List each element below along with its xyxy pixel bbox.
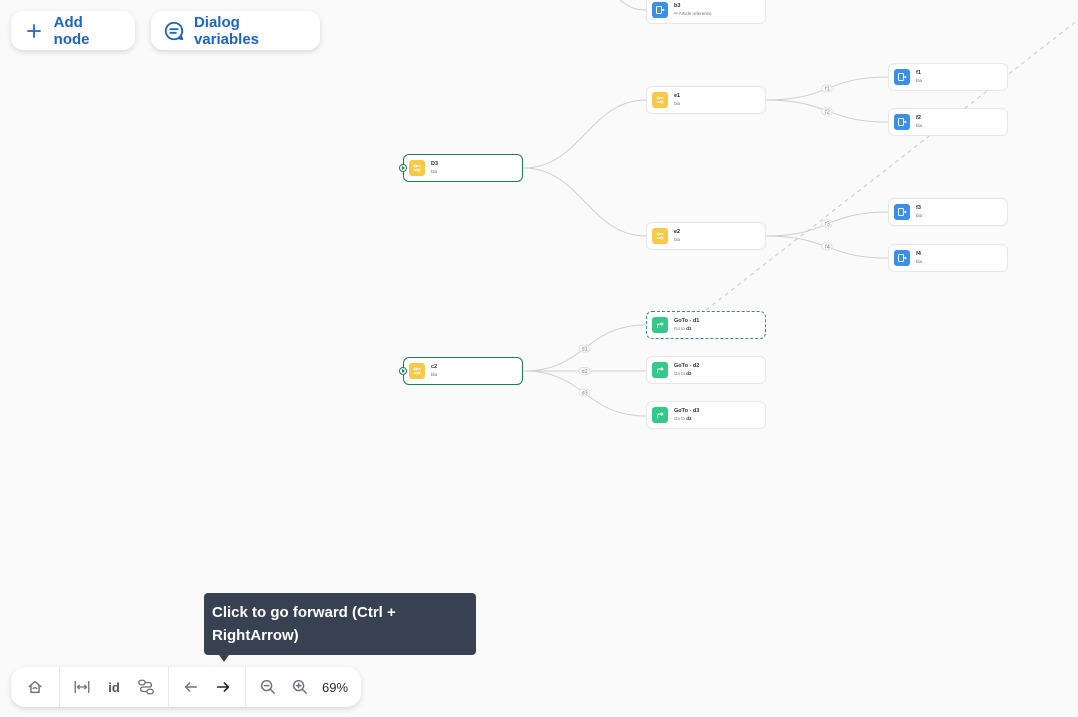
action-icon (652, 2, 668, 18)
svg-text:f2: f2 (825, 110, 830, 116)
node-title: c2 (431, 364, 438, 370)
node-subtitle: bla (674, 100, 681, 106)
node-f2[interactable]: f2 bla (888, 108, 1008, 136)
edge-d3-e1 (523, 99, 647, 169)
node-title: f1 (916, 70, 921, 76)
node-b3[interactable]: b3 ⚯ Article reference (646, 0, 766, 24)
action-icon (894, 114, 910, 130)
node-title: e1 (674, 93, 681, 99)
node-subtitle: bla (916, 258, 923, 264)
canvas-toolbar: id 69% (11, 667, 361, 707)
svg-text:f1: f1 (825, 87, 830, 93)
route-icon (137, 678, 155, 696)
condition-icon (409, 160, 425, 176)
node-subtitle: bla (916, 212, 923, 218)
start-marker-icon (399, 367, 407, 375)
svg-text:d2: d2 (582, 369, 588, 375)
zoom-out-icon (259, 678, 277, 696)
node-title: b3 (674, 3, 681, 9)
dialog-variables-label: Dialog variables (193, 13, 259, 48)
node-d3[interactable]: D3 bla (399, 154, 523, 182)
goto-icon (652, 362, 668, 378)
node-e1[interactable]: e1 bla (646, 86, 766, 114)
node-goto-d1[interactable]: GoTo - d1 Go to d1 (646, 311, 766, 339)
node-subtitle: bla (674, 236, 681, 242)
action-icon (894, 204, 910, 220)
node-title: f3 (916, 205, 921, 211)
condition-icon (652, 228, 668, 244)
condition-icon (652, 92, 668, 108)
start-marker-icon (399, 164, 407, 172)
edge-label-d2: d2 (578, 367, 591, 375)
add-node-button[interactable]: Add node (11, 11, 135, 50)
svg-text:f3: f3 (825, 222, 830, 228)
fit-width-button[interactable] (66, 671, 98, 703)
svg-text:d3: d3 (582, 391, 588, 397)
edge-label-f3: f3 (821, 219, 833, 228)
goto-icon (652, 407, 668, 423)
plus-icon (23, 19, 46, 43)
node-subtitle: bla (916, 122, 923, 128)
node-subtitle: bla (431, 371, 438, 377)
node-goto-d3[interactable]: GoTo - d3 Go to d3 (646, 401, 766, 429)
home-icon (26, 678, 44, 696)
node-title: GoTo - d2 (674, 363, 700, 369)
action-icon (894, 69, 910, 85)
node-f4[interactable]: f4 bla (888, 244, 1008, 272)
edge-label-d1: d1 (578, 344, 591, 353)
add-node-label: Add node (53, 13, 90, 48)
back-button[interactable] (175, 671, 207, 703)
node-title: f4 (916, 251, 921, 257)
link-icon: ⚯ (674, 10, 679, 16)
node-title: GoTo - d3 (674, 408, 700, 414)
edge-goto-link (705, 19, 1078, 311)
node-subtitle: Go to d2 (674, 370, 692, 376)
node-title: f2 (916, 115, 921, 121)
node-f3[interactable]: f3 bla (888, 198, 1008, 226)
node-title: e2 (674, 229, 681, 235)
zoom-level: 69% (322, 679, 349, 695)
arrow-right-icon (214, 678, 232, 696)
node-subtitle: bla (431, 168, 438, 174)
dialog-variables-button[interactable]: Dialog variables (151, 11, 320, 50)
goto-icon (652, 317, 668, 333)
edge-label-f1: f1 (821, 84, 833, 93)
route-button[interactable] (130, 671, 162, 703)
chat-variables-icon (163, 19, 186, 43)
node-goto-d2[interactable]: GoTo - d2 Go to d2 (646, 356, 766, 384)
forward-button[interactable] (207, 671, 239, 703)
zoom-out-button[interactable] (252, 671, 284, 703)
svg-text:f4: f4 (825, 245, 830, 251)
node-title: D3 (431, 161, 439, 167)
fit-width-icon (73, 678, 91, 696)
condition-icon (409, 363, 425, 379)
node-title: GoTo - d1 (674, 318, 700, 324)
toggle-ids-button[interactable]: id (108, 679, 120, 695)
svg-text:d1: d1 (582, 347, 588, 353)
node-e2[interactable]: e2 bla (646, 222, 766, 250)
edge-label-f4: f4 (821, 242, 833, 251)
forward-tooltip: Click to go forward (Ctrl + RightArrow) (204, 593, 476, 662)
edge-label-f2: f2 (821, 107, 833, 116)
node-subtitle: Go to d3 (674, 415, 692, 421)
arrow-left-icon (182, 678, 200, 696)
home-button[interactable] (19, 671, 51, 703)
zoom-in-button[interactable] (284, 671, 316, 703)
node-subtitle: bla (916, 77, 923, 83)
edge-label-d3: d3 (578, 388, 591, 397)
node-f1[interactable]: f1 bla (888, 63, 1008, 91)
node-subtitle: ⚯ Article reference (674, 10, 712, 16)
zoom-in-icon (291, 678, 309, 696)
node-subtitle: Go to d1 (674, 325, 692, 331)
edge-top-b3 (619, 0, 647, 11)
action-icon (894, 250, 910, 266)
edge-d3-e2 (523, 167, 647, 237)
node-c2[interactable]: c2 bla (399, 357, 523, 385)
